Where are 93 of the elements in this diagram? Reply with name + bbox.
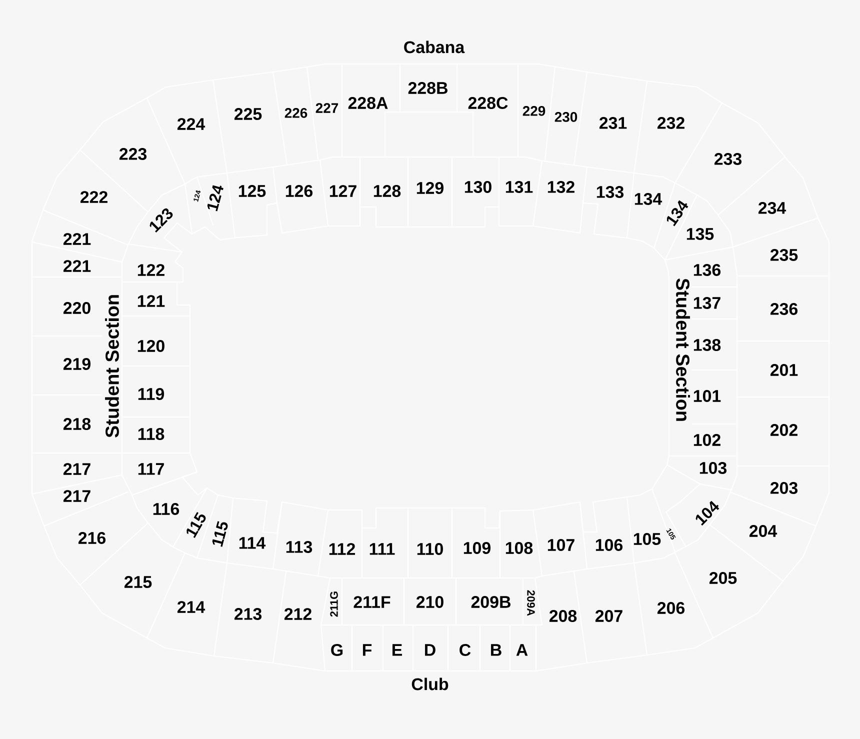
section-label: 207: [595, 610, 622, 622]
section-label: 211G: [330, 592, 338, 617]
section-label: 212: [284, 608, 312, 620]
section-label: 211F: [354, 596, 390, 608]
section-label: 120: [138, 340, 164, 352]
area-label: Cabana: [404, 40, 465, 54]
section-label: 137: [694, 296, 720, 309]
section-label: 232: [657, 116, 684, 129]
section-label: 209A: [527, 590, 535, 616]
section-label: 210: [416, 596, 444, 608]
section-label: 217: [63, 490, 90, 502]
section-label: 135: [686, 228, 714, 240]
section-label: 224: [177, 118, 206, 130]
section-label: 223: [119, 148, 147, 160]
section-label: 216: [78, 532, 106, 544]
section-label: 126: [286, 185, 313, 197]
section-label: 221: [63, 233, 91, 245]
section-label: 202: [770, 424, 798, 436]
section-label: 106: [596, 539, 623, 551]
section-label: 208: [549, 610, 577, 622]
section-label: 228A: [348, 97, 388, 109]
area-label: Student Section: [676, 278, 690, 421]
section-label: 127: [330, 185, 356, 197]
section-label: 128: [374, 185, 401, 197]
section-label: 104: [696, 500, 720, 526]
area-label: Student Section: [105, 295, 119, 438]
section-label: 102: [694, 434, 720, 446]
section-label: 209B: [471, 596, 510, 608]
section-label: 125: [238, 185, 266, 197]
section-label: 123: [150, 208, 173, 233]
section-label: 205: [709, 572, 737, 584]
area-label: Club: [412, 678, 448, 690]
section-label: 218: [63, 418, 91, 430]
section-label: 111: [370, 543, 395, 555]
section-label: 116: [153, 503, 180, 515]
section-label: 134: [634, 192, 662, 205]
section-label: 109: [464, 542, 490, 554]
section-label: 236: [770, 302, 798, 315]
section-label: 103: [700, 462, 727, 474]
section-label: 115: [212, 521, 228, 547]
section-label: C: [460, 644, 471, 656]
section-label: 219: [63, 358, 90, 370]
section-label: 130: [464, 180, 492, 193]
section-label: 222: [80, 191, 108, 203]
section-label: 221: [63, 260, 91, 272]
section-label: 105: [634, 533, 661, 545]
section-label: 129: [416, 182, 444, 194]
section-label: 138: [694, 338, 721, 351]
section-label: D: [425, 644, 436, 656]
section-label: 215: [124, 576, 152, 588]
section-label: 134: [666, 200, 688, 226]
section-label: 101: [694, 390, 721, 402]
section-label: 124: [207, 185, 224, 212]
section-label: 131: [506, 180, 533, 193]
section-label: 228B: [408, 82, 448, 94]
section-label: 206: [657, 602, 685, 614]
section-label: 217: [63, 463, 90, 475]
section-label: G: [331, 644, 343, 656]
section-label: 214: [177, 601, 206, 613]
section-label: 234: [758, 202, 786, 214]
section-label: 118: [138, 428, 164, 440]
section-label: 228C: [468, 97, 508, 109]
section-label: 229: [522, 106, 546, 116]
section-label: F: [362, 644, 372, 656]
section-label: A: [516, 644, 528, 656]
section-label: 113: [286, 540, 312, 553]
section-label: 225: [234, 108, 262, 120]
section-label: 132: [548, 180, 574, 193]
section-label: 227: [316, 103, 338, 113]
section-label: 121: [138, 295, 165, 307]
section-label: 114: [239, 537, 266, 549]
section-label: 112: [329, 543, 355, 555]
section-label: 231: [599, 116, 627, 129]
section-label: 226: [284, 108, 308, 118]
section-label: 133: [596, 186, 624, 198]
section-label: 108: [506, 542, 533, 554]
section-label: 220: [63, 302, 90, 314]
section-label: 233: [714, 152, 742, 165]
section-label: 119: [138, 388, 164, 400]
section-label: 122: [138, 264, 164, 276]
section-label: 213: [234, 608, 262, 620]
section-label: 230: [554, 112, 578, 122]
section-label: 136: [694, 264, 721, 276]
section-label: B: [491, 644, 502, 656]
section-label: 115: [186, 512, 206, 538]
section-label: 110: [417, 543, 443, 555]
section-label: 201: [770, 364, 798, 376]
section-label: 107: [548, 539, 574, 551]
section-label: 203: [770, 482, 798, 494]
section-label: 204: [749, 525, 778, 537]
section-label: 235: [770, 248, 798, 261]
section-label: E: [392, 644, 402, 656]
section-label: 117: [138, 463, 164, 475]
